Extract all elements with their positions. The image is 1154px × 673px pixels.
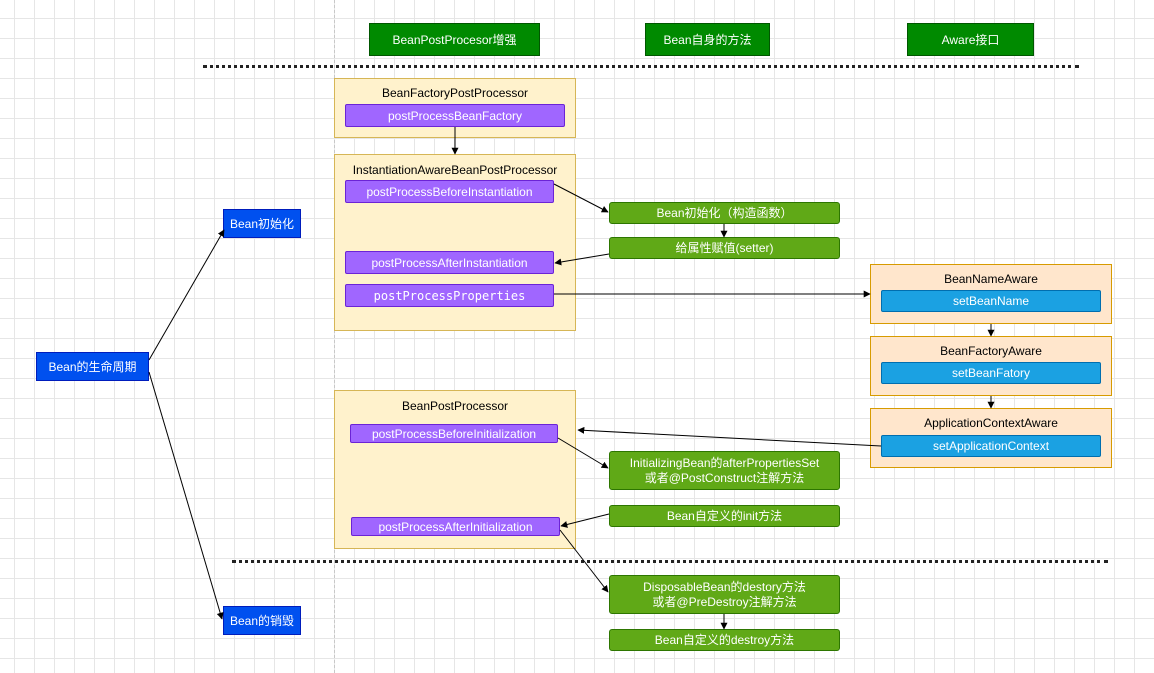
arrow-ctx-to-before-init [577, 426, 882, 447]
post-process-after-instantiation-method[interactable]: postProcessAfterInstantiation [345, 251, 554, 274]
set-application-context-method[interactable]: setApplicationContext [881, 435, 1101, 457]
custom-init-method-step[interactable]: Bean自定义的init方法 [609, 505, 840, 527]
arrow-before-inst-to-constructor [553, 183, 609, 213]
post-process-before-initialization-method[interactable]: postProcessBeforeInitialization [350, 424, 558, 443]
panel-title: BeanFactoryPostProcessor [381, 86, 529, 100]
step-label: 给属性赋值(setter) [675, 240, 774, 255]
set-bean-name-method[interactable]: setBeanName [881, 290, 1101, 312]
panel-title: BeanFactoryAware [940, 344, 1042, 358]
step-label-line2: 或者@PreDestroy注解方法 [652, 594, 797, 609]
bean-setter-step[interactable]: 给属性赋值(setter) [609, 237, 840, 259]
arrow-before-init-to-after-props [557, 437, 609, 469]
column-divider [334, 0, 335, 673]
disposable-bean-step[interactable]: DisposableBean的destory方法 或者@PreDestroy注解… [609, 575, 840, 614]
step-label: Bean初始化（构造函数） [656, 205, 793, 220]
arrow-init-method-to-after-init [560, 513, 610, 528]
arrow-lifecycle-to-destroy [148, 371, 224, 620]
panel-title: BeanNameAware [944, 272, 1038, 286]
post-process-bean-factory-method[interactable]: postProcessBeanFactory [345, 104, 565, 127]
bottom-dotted-separator [232, 560, 1108, 563]
set-bean-factory-method[interactable]: setBeanFatory [881, 362, 1101, 384]
step-label-line1: DisposableBean的destory方法 [643, 579, 806, 594]
post-process-after-initialization-method[interactable]: postProcessAfterInitialization [351, 517, 560, 536]
arrow-lifecycle-to-init [148, 229, 225, 361]
after-properties-set-step[interactable]: InitializingBean的afterPropertiesSet 或者@P… [609, 451, 840, 490]
panel-title: BeanPostProcessor [401, 399, 509, 413]
post-process-properties-method[interactable]: postProcessProperties [345, 284, 554, 307]
arrow-setter-to-after-inst [554, 253, 610, 266]
custom-destroy-method-step[interactable]: Bean自定义的destroy方法 [609, 629, 840, 651]
header-aware-interfaces[interactable]: Aware接口 [907, 23, 1034, 56]
top-dotted-separator [203, 65, 1079, 68]
step-label: Bean自定义的destroy方法 [654, 632, 795, 647]
bean-init-node[interactable]: Bean初始化 [223, 209, 301, 238]
header-bean-own-methods[interactable]: Bean自身的方法 [645, 23, 770, 56]
arrow-after-init-to-disposable [559, 529, 609, 593]
post-process-before-instantiation-method[interactable]: postProcessBeforeInstantiation [345, 180, 554, 203]
bean-lifecycle-node[interactable]: Bean的生命周期 [36, 352, 149, 381]
bean-constructor-step[interactable]: Bean初始化（构造函数） [609, 202, 840, 224]
panel-title: InstantiationAwareBeanPostProcessor [352, 163, 558, 177]
step-label: Bean自定义的init方法 [666, 508, 783, 523]
step-label-line1: InitializingBean的afterPropertiesSet [629, 455, 820, 470]
header-post-processor[interactable]: BeanPostProcesor增强 [369, 23, 540, 56]
step-label-line2: 或者@PostConstruct注解方法 [644, 470, 805, 485]
bean-destroy-node[interactable]: Bean的销毁 [223, 606, 301, 635]
panel-title: ApplicationContextAware [924, 416, 1058, 430]
